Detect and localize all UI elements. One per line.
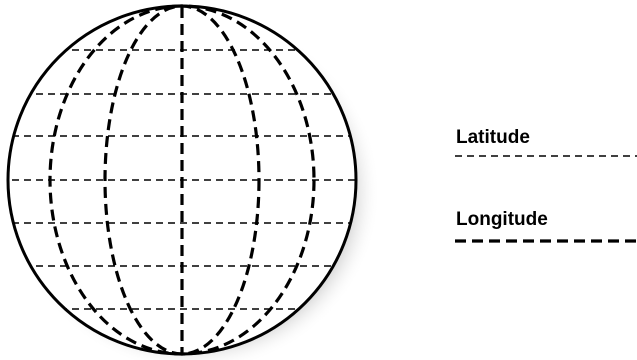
legend: Latitude Longitude <box>455 127 637 241</box>
legend-latitude-label: Latitude <box>456 127 530 148</box>
legend-longitude-label: Longitude <box>456 209 548 230</box>
